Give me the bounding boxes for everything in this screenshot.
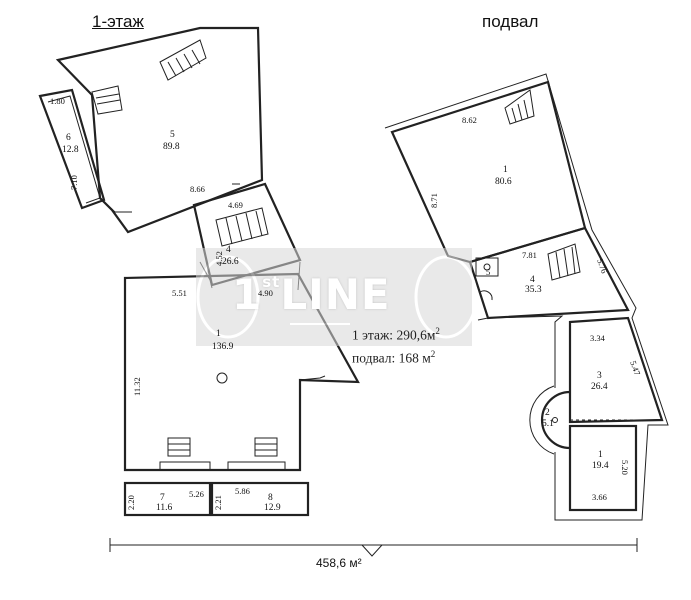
basement-details [384,73,669,521]
basement-room-4-outline [468,226,630,320]
ground-floor-area-line: 1 этаж: 290,6м2 [352,322,492,345]
ground-floor-area-unit-sup: 2 [435,326,440,336]
ground-room-5-area: 89.8 [163,142,180,152]
basement-room-1-number: 1 [503,165,508,175]
ground-room-8-number: 8 [268,493,273,503]
basement-dim-3-66: 3.66 [592,492,607,502]
ground-room-5-number: 5 [170,130,175,140]
ground-room-1-area: 136.9 [212,342,234,352]
ground-dim-5-86: 5.86 [235,486,250,496]
ground-dim-5-51: 5.51 [172,288,187,298]
basement-room-2-outline [540,390,571,450]
ground-room-5-outline [55,26,264,234]
basement-lower-room-1-outline [568,424,638,512]
watermark-band [196,248,478,346]
ground-floor-labels: 5 89.8 6 12.8 4 26.6 1 136.9 7 11.6 8 12… [50,96,281,513]
ground-room-7-number: 7 [160,493,165,503]
basement-area-value: 168 м [398,350,431,365]
basement-dim-8-62: 8.62 [462,115,477,125]
ground-dim-4-52: 4.52 [214,251,224,266]
ground-dim-11-32: 11.32 [132,377,142,396]
ground-room-8-area: 12.9 [264,503,281,513]
ground-room-1-number: 1 [216,329,221,339]
basement-room-1-area: 80.6 [495,177,512,187]
watermark-logo-prefix: 1 [232,270,263,319]
watermark-logo-word: LINE [280,270,391,319]
basement-lower-room-1-area: 19.4 [592,461,609,471]
ground-room-4-area: 26.6 [222,257,239,267]
basement-dim-3-34: 3.34 [590,333,606,343]
basement-labels: 1 80.6 4 35.3 5 3 26.4 2 5.1 1 19.4 8.62… [429,115,643,502]
ground-dim-4-90: 4.90 [258,288,273,298]
ground-dim-5-26: 5.26 [189,489,204,499]
basement-dim-5-47: 5.47 [628,359,642,376]
ground-floor-title: 1-этаж [92,12,144,31]
total-area: 458,6 м² [316,556,362,570]
watermark-logo: 1stLINE [232,270,391,319]
ground-dim-2-20: 2.20 [126,495,136,510]
ground-floor-area-label: 1 этаж: [352,327,397,343]
ground-room-4-number: 4 [226,245,231,255]
basement-room-4-number: 4 [530,275,535,285]
ground-room-7-area: 11.6 [156,503,173,513]
basement-room-4-area: 35.3 [525,285,542,295]
basement-room-2-number: 2 [545,408,550,418]
ground-floor-area-value: 290,6м [396,327,436,343]
basement-dim-8-71: 8.71 [429,193,439,208]
basement-area-unit-sup: 2 [430,348,436,359]
basement-room-3-area: 26.4 [591,382,608,392]
basement-room-3-outline [568,316,664,424]
basement-dim-5-20: 5.20 [620,460,630,475]
ground-room-6-number: 6 [66,133,71,143]
area-summary: 1 этаж: 290,6м2 подвал: 168 м2 [352,322,492,367]
basement-dim-5-76: 5.76 [595,257,609,274]
basement-area-label: подвал: [352,350,399,365]
basement-room-2-area: 5.1 [542,419,554,429]
basement-title: подвал [482,12,539,31]
basement-room-5-number: 5 [486,267,490,277]
basement-lower-room-1-number: 1 [598,450,603,460]
ground-dim-7-10: 7.10 [69,175,79,190]
ground-dim-2-21: 2.21 [213,495,223,510]
ground-dim-8-66: 8.66 [190,184,205,194]
ground-floor-details [47,39,326,470]
total-dimension-line [109,538,638,557]
basement-area-line: подвал: 168 м2 [352,345,492,368]
basement-dim-7-81: 7.81 [522,250,537,260]
ground-room-6-area: 12.8 [62,145,79,155]
ground-dim-1-80: 1.80 [50,96,65,106]
ground-room-8-outline [210,481,310,517]
watermark-logo-sup: st [262,273,281,291]
ground-room-6-outline [38,88,106,210]
ground-dim-4-69: 4.69 [228,200,243,210]
basement-room-3-number: 3 [597,371,602,381]
ground-room-7-outline [123,481,212,517]
